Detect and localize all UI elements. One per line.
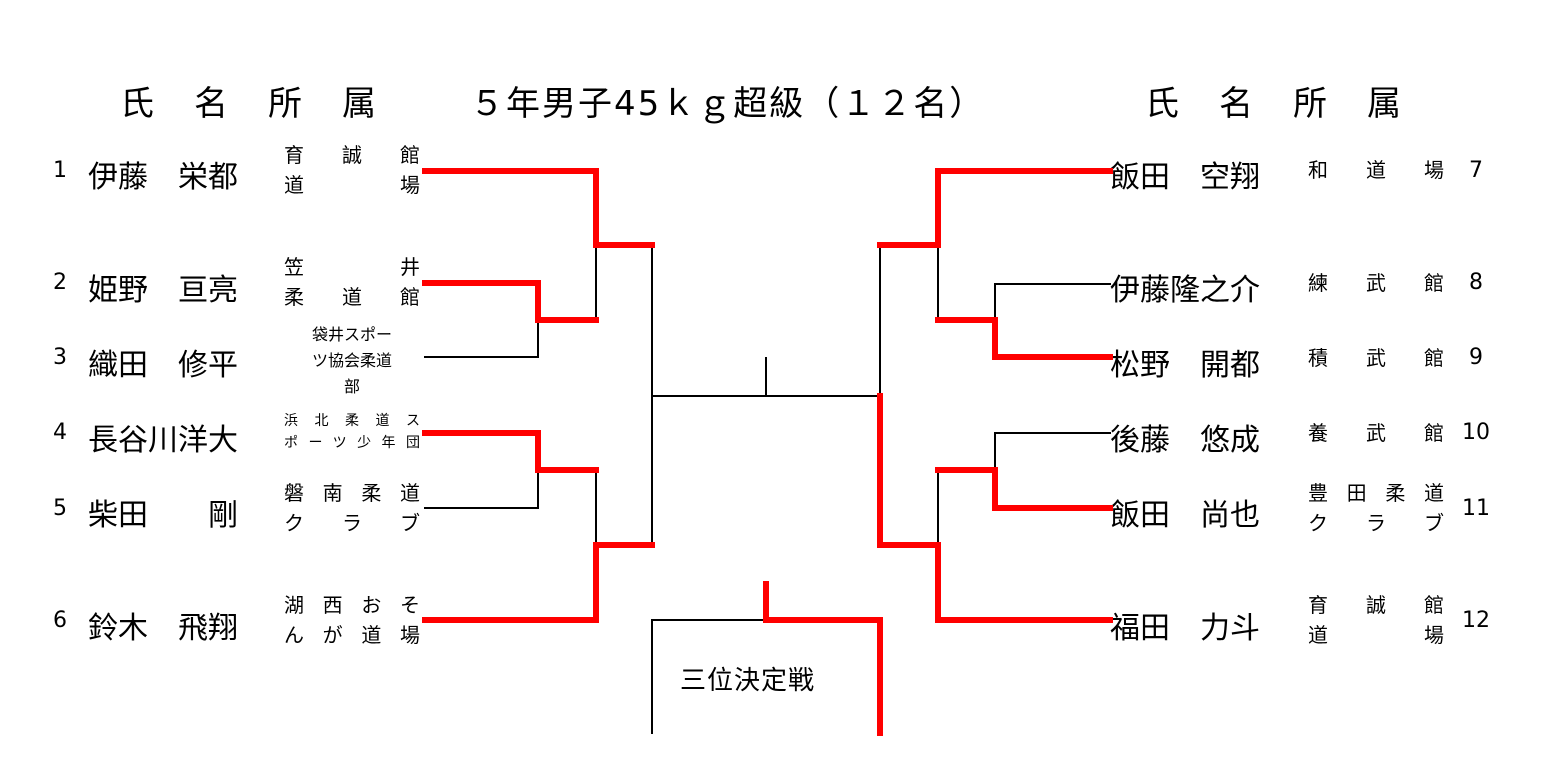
player-name: 飯田 尚也 bbox=[1110, 498, 1260, 533]
winner-lines bbox=[422, 168, 1113, 736]
winner-line bbox=[877, 168, 1113, 248]
player-number: 2 bbox=[53, 270, 67, 295]
winner-line bbox=[422, 168, 655, 248]
player-name: 福田 力斗 bbox=[1110, 611, 1260, 646]
bracket-title: ５年男子45ｋｇ超級（１２名） bbox=[470, 84, 986, 124]
winner-line bbox=[935, 317, 1113, 360]
player-number: 4 bbox=[53, 420, 67, 445]
player-team: 育 誠 館 道 場 bbox=[1308, 593, 1444, 647]
player-team: 袋井スポー ツ協会柔道 部 bbox=[311, 325, 392, 396]
header-right-label: 氏名所属 bbox=[1145, 84, 1441, 124]
player-team: 浜北柔道ス ポーツ少年団 bbox=[284, 413, 420, 451]
player-number: 9 bbox=[1469, 345, 1483, 370]
winner-line bbox=[877, 393, 1113, 623]
player-number: 1 bbox=[53, 158, 67, 183]
player-team: 和 道 場 bbox=[1308, 158, 1444, 182]
player-number: 10 bbox=[1462, 420, 1490, 445]
player-team: 磐南柔道 クラブ bbox=[284, 481, 420, 535]
winner-line bbox=[422, 280, 599, 323]
player-name: 伊藤隆之介 bbox=[1110, 273, 1260, 308]
third-place-label: 三位決定戦 bbox=[680, 666, 816, 696]
winner-line bbox=[763, 581, 883, 736]
player-number: 12 bbox=[1462, 608, 1490, 633]
player-number: 11 bbox=[1462, 496, 1490, 521]
player-name: 織田 修平 bbox=[88, 348, 238, 383]
header-left-label: 氏名所属 bbox=[120, 84, 416, 124]
player-name: 後藤 悠成 bbox=[1110, 423, 1260, 458]
bracket-line bbox=[651, 619, 767, 734]
player-team: 育 誠 館 道 場 bbox=[284, 143, 420, 197]
winner-line bbox=[422, 542, 655, 623]
winner-line bbox=[422, 430, 599, 473]
player-name: 長谷川洋大 bbox=[88, 423, 238, 458]
player-name: 姫野 亘亮 bbox=[88, 273, 238, 308]
player-name: 柴田 剛 bbox=[88, 498, 238, 533]
player-team: 湖西おそ んが道場 bbox=[284, 593, 420, 647]
bracket-line bbox=[994, 283, 1111, 321]
player-number: 8 bbox=[1469, 270, 1483, 295]
player-team: 練 武 館 bbox=[1308, 271, 1444, 295]
player-team: 笠 井 柔 道 館 bbox=[284, 255, 420, 309]
player-number: 7 bbox=[1469, 158, 1483, 183]
bracket-line bbox=[424, 319, 539, 358]
player-number: 5 bbox=[53, 496, 67, 521]
player-number: 6 bbox=[53, 608, 67, 633]
player-team: 豊田柔道 クラブ bbox=[1308, 481, 1444, 535]
player-team: 養 武 館 bbox=[1308, 421, 1444, 445]
left-black-lines bbox=[424, 244, 1111, 734]
bracket-line bbox=[994, 432, 1111, 471]
winner-line bbox=[935, 467, 1113, 511]
player-number: 3 bbox=[53, 345, 67, 370]
player-team: 積 武 館 bbox=[1308, 346, 1444, 370]
player-name: 鈴木 飛翔 bbox=[88, 611, 238, 646]
player-name: 松野 開都 bbox=[1110, 348, 1260, 383]
player-name: 飯田 空翔 bbox=[1110, 160, 1260, 195]
bracket-line bbox=[424, 469, 539, 509]
player-name: 伊藤 栄都 bbox=[88, 160, 238, 195]
